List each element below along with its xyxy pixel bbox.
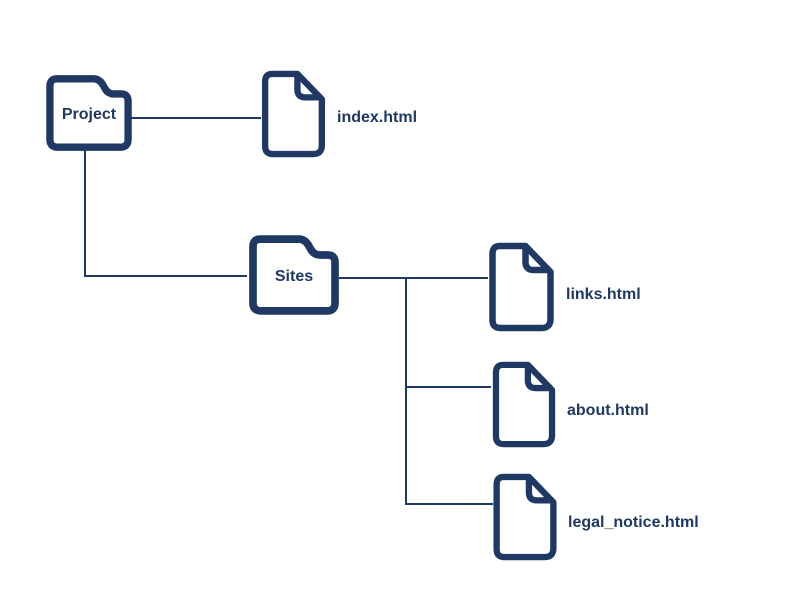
file-label-index: index.html bbox=[337, 109, 418, 126]
node-links-file bbox=[487, 242, 556, 332]
edge-branch-legal bbox=[405, 503, 493, 505]
file-label-links: links.html bbox=[566, 286, 641, 303]
folder-label-sites: Sites bbox=[274, 267, 314, 285]
file-icon bbox=[490, 361, 558, 448]
file-icon bbox=[487, 242, 556, 332]
edge-project-down bbox=[84, 150, 86, 277]
node-sites-folder: Sites bbox=[247, 235, 341, 315]
edge-branch-about bbox=[405, 386, 491, 388]
folder-label-project: Project bbox=[61, 105, 117, 123]
node-index-file bbox=[261, 70, 326, 158]
file-icon bbox=[261, 70, 326, 158]
edge-sites-links bbox=[339, 277, 488, 279]
folder-icon bbox=[46, 74, 132, 152]
node-project-folder: Project bbox=[46, 74, 132, 152]
file-label-legal: legal_notice.html bbox=[568, 514, 699, 531]
node-about-file bbox=[490, 361, 558, 448]
folder-icon bbox=[247, 235, 341, 315]
edge-down-sites bbox=[84, 275, 247, 277]
edge-project-index bbox=[131, 117, 261, 119]
node-legal-file bbox=[492, 473, 558, 561]
edge-sites-branch bbox=[405, 277, 407, 505]
file-icon bbox=[492, 473, 558, 561]
file-label-about: about.html bbox=[567, 402, 649, 419]
